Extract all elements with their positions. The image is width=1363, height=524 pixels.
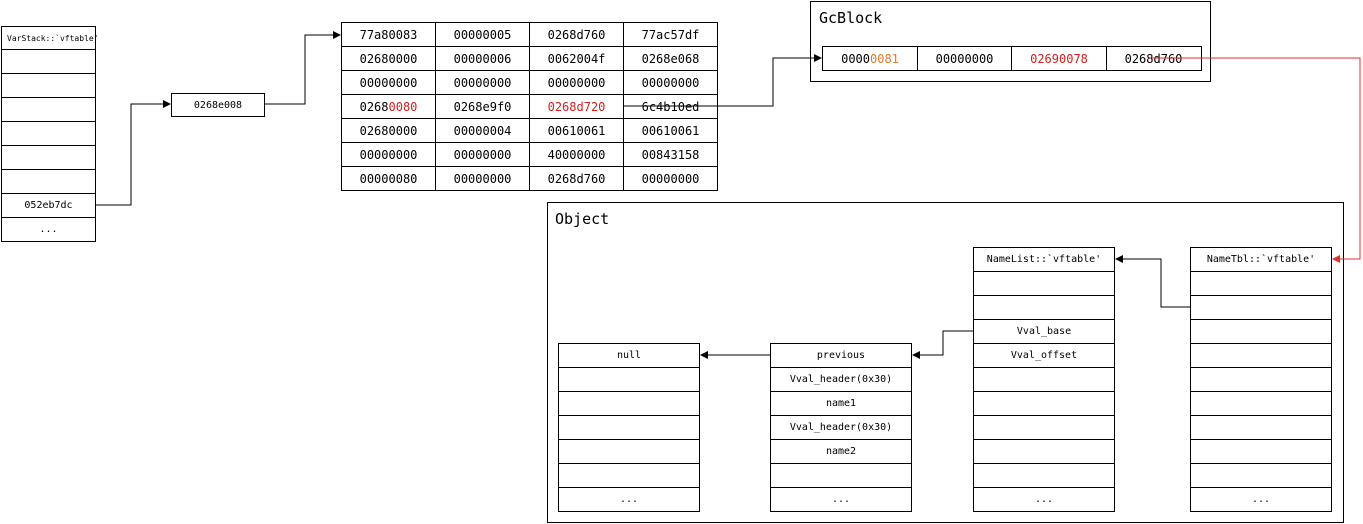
- memory-cell-text: 00000000: [641, 171, 700, 186]
- memory-cell: 00000000: [435, 166, 530, 191]
- memory-cell-text: 00000000: [359, 75, 418, 90]
- memory-cell-text: 00000000: [359, 147, 418, 162]
- memory-cell: 00000000: [435, 70, 530, 95]
- memory-cell-text: 0268: [359, 99, 389, 114]
- memory-cell: 00000005: [435, 22, 530, 47]
- arrow-pointer-to-memory: [265, 31, 341, 105]
- namelist-vval-base: Vval_base: [973, 319, 1115, 344]
- memory-cell-text: 00000000: [453, 75, 512, 90]
- memory-cell-text: 02680000: [359, 123, 418, 138]
- memory-cell: 00000006: [435, 46, 530, 71]
- memory-cell: 0268e9f0: [435, 94, 530, 119]
- memory-cell-text: 40000000: [547, 147, 606, 162]
- memory-cell-text: 0268d760: [547, 27, 606, 42]
- memory-cell-text: 77ac57df: [641, 27, 700, 42]
- memory-cell-text: 02680000: [359, 51, 418, 66]
- memory-cell: 0268d760: [529, 166, 624, 191]
- varstack-ellipsis: ...: [1, 217, 96, 242]
- varstack-header: VarStack::`vftable': [1, 26, 99, 50]
- memory-cell: 00843158: [623, 142, 718, 167]
- memory-cell-text: 0268e068: [641, 51, 700, 66]
- gcblock-cell-text: 0000: [841, 51, 870, 66]
- pointer-box-value: 0268e008: [193, 99, 243, 111]
- memory-cell-text: 00000000: [547, 75, 606, 90]
- memory-cell: 00000000: [623, 166, 718, 191]
- gcblock-cell-highlight: 0081: [870, 51, 899, 66]
- nametbl-ellipsis: ...: [1190, 487, 1332, 512]
- namelist-slot: [973, 463, 1115, 488]
- memory-cell: 00000000: [623, 70, 718, 95]
- memory-cell-highlight: 0080: [388, 99, 418, 114]
- null-slot: [558, 367, 700, 392]
- varstack-slot: [1, 97, 96, 122]
- memory-cell-text: 0268d760: [547, 171, 606, 186]
- pointer-box: 0268e008: [171, 93, 265, 117]
- memory-cell-text: 77a80083: [359, 27, 418, 42]
- nametbl-slot: [1190, 391, 1332, 416]
- gcblock-cell: 02690078: [1011, 46, 1107, 71]
- arrow-varstack-to-pointer: [96, 100, 171, 206]
- memory-cell: 77ac57df: [623, 22, 718, 47]
- namelist-ellipsis: ...: [973, 487, 1115, 512]
- varstack-entry-value: 052eb7dc: [24, 200, 73, 211]
- varstack-entry: 052eb7dc: [1, 193, 96, 218]
- previous-item: Vval_header(0x30): [770, 367, 912, 392]
- gcblock-title: GcBlock: [819, 9, 883, 27]
- arrow-memory-to-gcblock: [624, 54, 822, 107]
- memory-cell: 77a80083: [341, 22, 436, 47]
- object-title: Object: [555, 210, 610, 228]
- gcblock-cell: 00000000: [916, 46, 1013, 71]
- nametbl-slot: [1190, 463, 1332, 488]
- arrow-nametbl-to-namelist: [1115, 255, 1190, 308]
- memory-cell: 00000004: [435, 118, 530, 143]
- memory-cell-text: 00000005: [453, 27, 512, 42]
- gcblock-cell-text: 00000000: [935, 51, 994, 66]
- memory-cell: 00610061: [623, 118, 718, 143]
- memory-cell-text: 00000000: [641, 75, 700, 90]
- memory-cell-text: 00000080: [359, 171, 418, 186]
- memory-cell-text: 00610061: [641, 123, 700, 138]
- memory-cell-text: 0268e9f0: [453, 99, 512, 114]
- varstack-slot: [1, 145, 96, 170]
- memory-cell-text: 00843158: [641, 147, 700, 162]
- memory-cell-text: 00000006: [453, 51, 512, 66]
- memory-cell-text: 00000000: [453, 147, 512, 162]
- arrow-namelist-to-previous: [912, 330, 973, 359]
- arrow-gcblock-to-nametbl: [1150, 57, 1361, 263]
- gcblock-cell-highlight: 02690078: [1030, 51, 1088, 66]
- namelist-slot: [973, 271, 1115, 296]
- previous-item: Vval_header(0x30): [770, 415, 912, 440]
- null-ellipsis: ...: [558, 487, 700, 512]
- memory-cell-text: 00610061: [547, 123, 606, 138]
- memory-cell-text: 00000004: [453, 123, 512, 138]
- varstack-header-label: VarStack::`vftable': [7, 33, 99, 43]
- memory-cell: 00000000: [435, 142, 530, 167]
- memory-cell-highlight: 0268d720: [547, 99, 606, 114]
- null-slot: [558, 439, 700, 464]
- memory-cell: 00000080: [341, 166, 436, 191]
- memory-cell-text: 0062004f: [547, 51, 606, 66]
- memory-cell-text: 00000000: [453, 171, 512, 186]
- previous-item: name1: [770, 391, 912, 416]
- memory-cell: 00000000: [341, 70, 436, 95]
- memory-cell: 00000000: [341, 142, 436, 167]
- previous-ellipsis: ...: [770, 487, 912, 512]
